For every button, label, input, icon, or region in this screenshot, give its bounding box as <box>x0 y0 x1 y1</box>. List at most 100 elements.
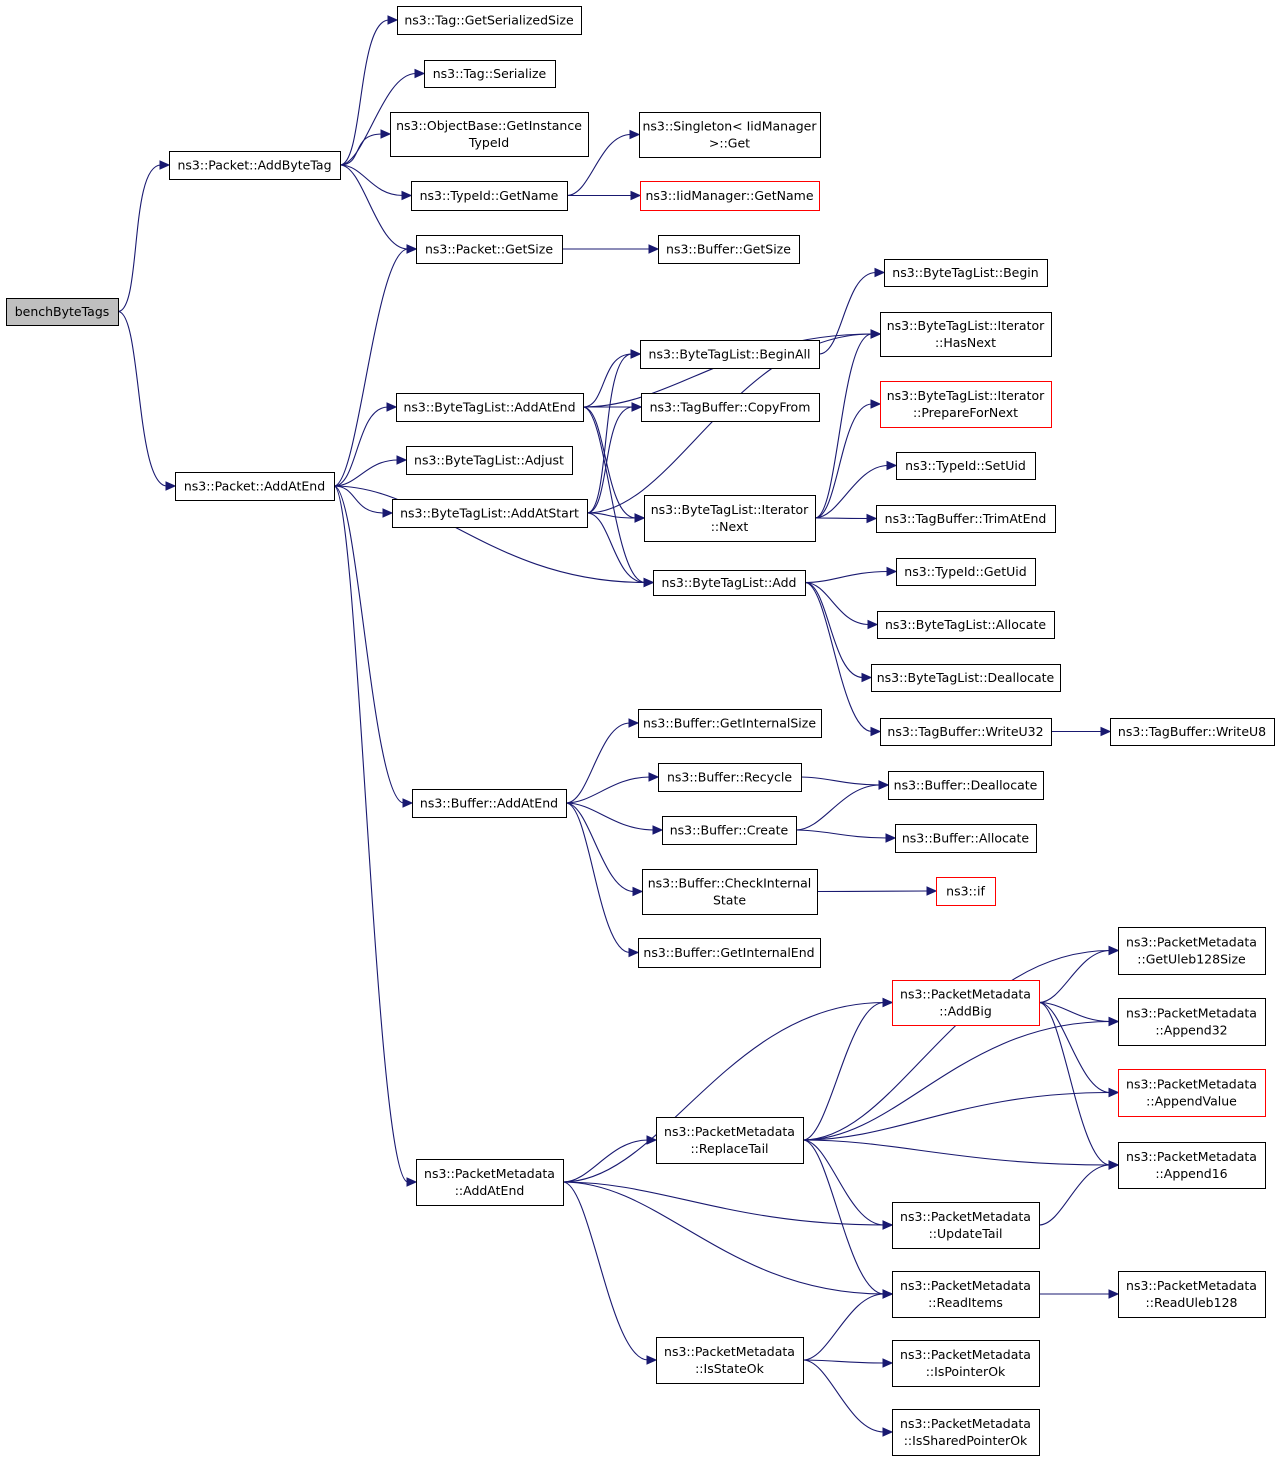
arrowhead <box>406 1177 418 1187</box>
node-type-id-set-uid[interactable]: ns3::TypeId::SetUid <box>896 452 1036 480</box>
edge-layer <box>117 15 1120 1437</box>
arrowhead <box>648 244 660 254</box>
node-label: ::AddBig <box>939 1004 992 1019</box>
node-label: ns3::Buffer::Deallocate <box>894 778 1038 793</box>
node-label: ::Next <box>711 519 749 534</box>
node-box <box>884 259 1048 287</box>
node-pkt-get-size[interactable]: ns3::Packet::GetSize <box>416 235 563 264</box>
node-box <box>892 1202 1040 1249</box>
node-tag-get-ser-size[interactable]: ns3::Tag::GetSerializedSize <box>397 6 582 35</box>
node-btl-begin[interactable]: ns3::ByteTagList::Begin <box>884 259 1048 287</box>
node-btl-add-at-end[interactable]: ns3::ByteTagList::AddAtEnd <box>396 393 584 422</box>
node-pm-update-tail[interactable]: ns3::PacketMetadata::UpdateTail <box>892 1202 1040 1249</box>
node-buf-create[interactable]: ns3::Buffer::Create <box>662 816 797 845</box>
node-buf-allocate[interactable]: ns3::Buffer::Allocate <box>895 824 1037 853</box>
node-buf-get-size[interactable]: ns3::Buffer::GetSize <box>658 235 800 264</box>
node-tb-trim-at-end[interactable]: ns3::TagBuffer::TrimAtEnd <box>876 505 1056 533</box>
node-box <box>896 558 1036 586</box>
node-add-at-end-pkt[interactable]: ns3::Packet::AddAtEnd <box>175 472 335 501</box>
node-tb-write-u8[interactable]: ns3::TagBuffer::WriteU8 <box>1110 718 1275 746</box>
edge-buf-add-at-end-to-buf-check <box>565 802 635 893</box>
node-buf-recycle[interactable]: ns3::Buffer::Recycle <box>658 763 802 792</box>
node-pm-read-uleb[interactable]: ns3::PacketMetadata::ReadUleb128 <box>1118 1271 1266 1318</box>
node-box <box>895 824 1037 853</box>
node-pm-add-big[interactable]: ns3::PacketMetadata::AddBig <box>892 980 1040 1026</box>
node-pm-append16[interactable]: ns3::PacketMetadata::Append16 <box>1118 1142 1266 1189</box>
node-btl-iter-has-next[interactable]: ns3::ByteTagList::Iterator::HasNext <box>880 312 1052 357</box>
node-pm-get-uleb[interactable]: ns3::PacketMetadata::GetUleb128Size <box>1118 927 1266 975</box>
edge-pm-add-at-end-to-pm-read-items <box>562 1181 885 1295</box>
node-label: ::AppendValue <box>1146 1094 1237 1109</box>
node-label: ::GetUleb128Size <box>1137 952 1246 967</box>
arrowhead <box>1108 1160 1120 1170</box>
node-box <box>411 181 568 211</box>
node-label: ::HasNext <box>935 335 996 350</box>
edge-pm-update-tail-to-pm-append16 <box>1038 1164 1111 1226</box>
node-pm-is-state-ok[interactable]: ns3::PacketMetadata::IsStateOk <box>656 1337 804 1384</box>
node-box <box>175 472 335 501</box>
node-box <box>656 1117 804 1164</box>
node-btl-iter-prep[interactable]: ns3::ByteTagList::Iterator::PrepareForNe… <box>880 381 1052 428</box>
node-label: ns3::Buffer::GetInternalSize <box>643 716 816 731</box>
node-tag-serialize[interactable]: ns3::Tag::Serialize <box>424 60 556 88</box>
node-tb-copy-from[interactable]: ns3::TagBuffer::CopyFrom <box>641 393 820 422</box>
edge-add-at-end-pkt-to-btl-adjust <box>333 459 399 487</box>
edge-bench-to-add-at-end-pkt <box>117 310 168 487</box>
arrowhead <box>866 513 878 524</box>
edge-bench-to-add-byte-tag <box>117 164 162 313</box>
node-btl-allocate[interactable]: ns3::ByteTagList::Allocate <box>877 611 1055 639</box>
node-buf-get-int-size[interactable]: ns3::Buffer::GetInternalSize <box>638 709 822 738</box>
node-box <box>1110 718 1275 746</box>
arrowhead <box>634 513 646 523</box>
node-pm-replace-tail[interactable]: ns3::PacketMetadata::ReplaceTail <box>656 1117 804 1164</box>
edge-btl-add-at-start-to-btl-add <box>586 512 646 584</box>
node-type-id-get-name[interactable]: ns3::TypeId::GetName <box>411 181 568 211</box>
node-label: ns3::TagBuffer::WriteU32 <box>887 724 1043 739</box>
node-btl-adjust[interactable]: ns3::ByteTagList::Adjust <box>406 446 573 475</box>
edge-pm-replace-tail-to-pm-update-tail <box>802 1139 885 1226</box>
arrowhead <box>882 1220 894 1230</box>
node-label: ::UpdateTail <box>929 1226 1003 1241</box>
node-pm-is-pointer-ok[interactable]: ns3::PacketMetadata::IsPointerOk <box>892 1340 1040 1387</box>
node-box <box>640 340 820 369</box>
node-bench[interactable]: benchByteTags <box>6 298 119 326</box>
node-label: ::ReplaceTail <box>690 1141 768 1156</box>
edge-btl-add-to-btl-allocate <box>804 581 870 626</box>
arrowhead <box>867 619 879 630</box>
node-label: ns3::TagBuffer::CopyFrom <box>650 400 811 415</box>
node-box <box>416 1159 564 1206</box>
node-btl-begin-all[interactable]: ns3::ByteTagList::BeginAll <box>640 340 820 369</box>
node-box <box>896 452 1036 480</box>
arrowhead <box>882 997 894 1008</box>
node-label: ns3::PacketMetadata <box>900 1209 1031 1224</box>
node-btl-deallocate[interactable]: ns3::ByteTagList::Deallocate <box>871 664 1061 692</box>
node-buf-get-int-end[interactable]: ns3::Buffer::GetInternalEnd <box>638 938 821 968</box>
node-box <box>662 816 797 845</box>
node-buf-add-at-end[interactable]: ns3::Buffer::AddAtEnd <box>412 789 567 818</box>
node-buf-dealloc[interactable]: ns3::Buffer::Deallocate <box>888 771 1044 800</box>
node-type-id-get-uid[interactable]: ns3::TypeId::GetUid <box>896 558 1036 586</box>
node-label: ::IsPointerOk <box>926 1364 1006 1379</box>
node-tb-write-u32[interactable]: ns3::TagBuffer::WriteU32 <box>880 718 1052 746</box>
node-pm-read-items[interactable]: ns3::PacketMetadata::ReadItems <box>892 1271 1040 1318</box>
node-btl-add[interactable]: ns3::ByteTagList::Add <box>653 570 806 596</box>
node-box <box>640 181 820 211</box>
edge-pm-add-big-to-pm-append-value <box>1038 1001 1111 1094</box>
node-pm-add-at-end[interactable]: ns3::PacketMetadata::AddAtEnd <box>416 1159 564 1206</box>
node-pm-append32[interactable]: ns3::PacketMetadata::Append32 <box>1118 998 1266 1046</box>
node-btl-add-at-start[interactable]: ns3::ByteTagList::AddAtStart <box>392 499 588 528</box>
arrowhead <box>652 825 664 835</box>
node-btl-iter-next[interactable]: ns3::ByteTagList::Iterator::Next <box>644 495 816 542</box>
node-ns3if[interactable]: ns3::if <box>936 877 996 906</box>
node-iid-get-name[interactable]: ns3::IidManager::GetName <box>640 181 820 211</box>
node-pm-is-shared[interactable]: ns3::PacketMetadata::IsSharedPointerOk <box>892 1409 1040 1456</box>
node-add-byte-tag[interactable]: ns3::Packet::AddByteTag <box>169 151 341 180</box>
edge-add-byte-tag-to-tag-get-ser-size <box>339 19 390 166</box>
edge-add-at-end-pkt-to-pm-add-at-end <box>333 485 409 1183</box>
arrowhead <box>402 798 414 808</box>
node-singleton-get[interactable]: ns3::Singleton< IidManager>::Get <box>639 112 821 158</box>
node-pm-append-value[interactable]: ns3::PacketMetadata::AppendValue <box>1118 1069 1266 1117</box>
arrowhead <box>380 129 392 139</box>
